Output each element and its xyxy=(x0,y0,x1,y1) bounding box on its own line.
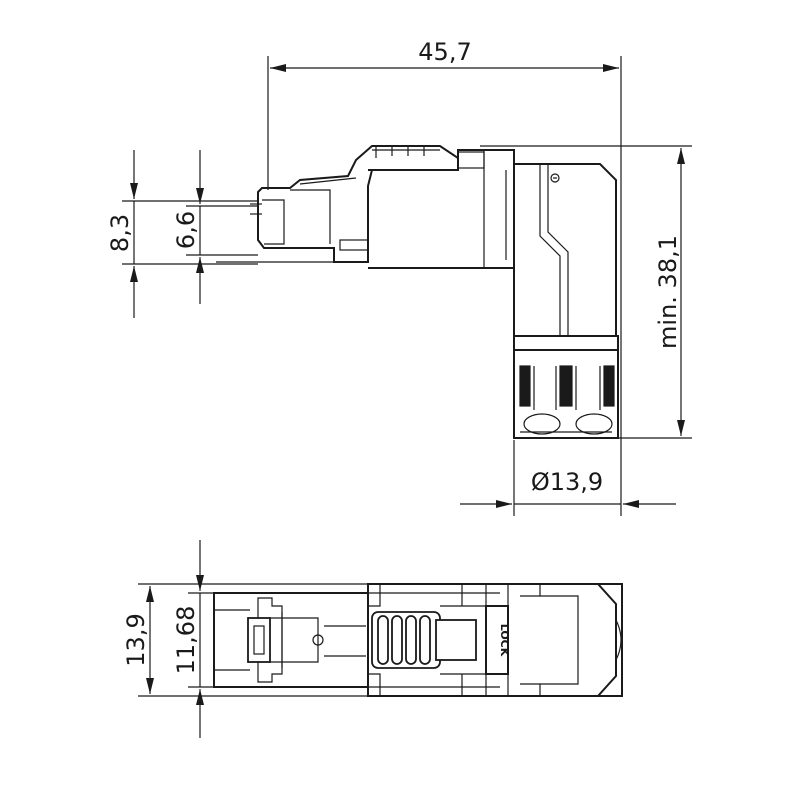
dimension-width-label: 45,7 xyxy=(418,38,471,66)
dimension-diameter: Ø13,9 xyxy=(460,440,676,516)
dimension-side-outer-label: 13,9 xyxy=(122,613,150,666)
dimension-side-inner-label: 11,68 xyxy=(172,606,200,675)
side-view: 13,9 11,68 xyxy=(122,540,623,738)
dimension-height-label: min. 38,1 xyxy=(654,235,682,349)
top-view: 45,7 min. 38,1 Ø13,9 8,3 xyxy=(106,38,692,516)
connector-side-outline: LOCK xyxy=(213,583,623,697)
connector-top-outline xyxy=(216,145,619,439)
dimension-height: min. 38,1 xyxy=(480,145,692,439)
dimension-plug-inner-label: 6,6 xyxy=(172,211,200,249)
dimension-plug-outer: 8,3 xyxy=(106,150,258,318)
dimension-plug-inner: 6,6 xyxy=(172,150,258,304)
dimension-width: 45,7 xyxy=(267,38,622,516)
dimension-diameter-label: Ø13,9 xyxy=(531,468,603,496)
lock-label: LOCK xyxy=(498,624,511,657)
dimension-plug-outer-label: 8,3 xyxy=(106,214,134,252)
